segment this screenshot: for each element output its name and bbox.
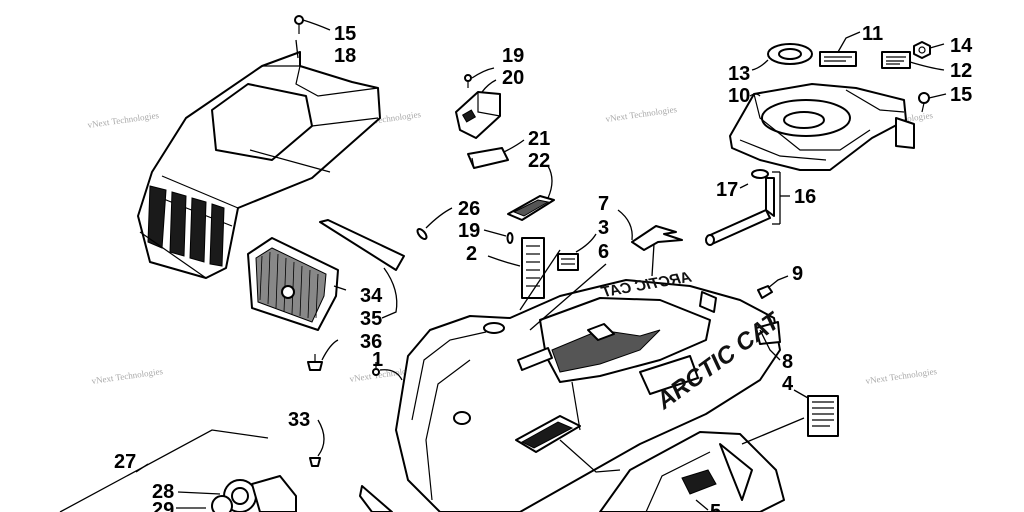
callout-6: 6 (598, 241, 609, 263)
label-3 (557, 233, 597, 271)
callout-22: 22 (528, 150, 550, 172)
callout-17: 17 (716, 179, 738, 201)
callout-15: 15 (334, 23, 356, 45)
callout-5: 5 (710, 501, 721, 512)
callout-4: 4 (782, 373, 794, 395)
screw-36 (307, 339, 339, 371)
callout-18: 18 (334, 45, 356, 67)
callout-21: 21 (528, 128, 550, 150)
tube-16 (705, 169, 790, 246)
callout-29: 29 (152, 499, 174, 512)
callout-26: 26 (458, 198, 480, 220)
headlight-assembly (59, 429, 393, 512)
switch-cover-21 (467, 139, 525, 169)
rear-storage-cover (729, 83, 915, 171)
callout-19-center: 19 (458, 220, 480, 242)
screw-33 (309, 419, 325, 467)
screw-15-right (918, 92, 947, 113)
switch-housing (455, 67, 501, 139)
callout-20: 20 (502, 67, 524, 89)
callout-36: 36 (360, 331, 382, 353)
callout-7: 7 (598, 193, 609, 215)
front-storage-cover (137, 39, 381, 279)
gasket-13 (751, 43, 813, 71)
front-fender-body: ARCTIC CAT ARCTIC CAT (395, 243, 787, 512)
label-2 (487, 237, 545, 299)
watermark: vNext Technologies (865, 366, 938, 386)
callout-14: 14 (950, 35, 973, 57)
callout-34: 34 (360, 285, 383, 307)
callout-35: 35 (360, 308, 382, 330)
screw-15-left (294, 15, 331, 34)
rivet-1 (372, 362, 403, 381)
callout-2: 2 (466, 243, 477, 265)
callout-numbers: 15 18 19 20 21 22 11 14 13 12 10 15 17 1… (114, 23, 973, 512)
screw-26 (416, 207, 453, 240)
clip-9 (757, 275, 789, 299)
decal-7 (617, 209, 683, 251)
callout-10: 10 (728, 85, 750, 107)
screw-19-center (483, 229, 514, 244)
switch-22 (507, 165, 555, 221)
callout-19: 19 (502, 45, 524, 67)
callout-28: 28 (152, 481, 174, 503)
callout-15-right: 15 (950, 84, 972, 106)
callout-13: 13 (728, 63, 750, 85)
watermark: vNext Technologies (87, 110, 160, 130)
watermark: vNext Technologies (91, 366, 164, 386)
callout-11: 11 (862, 23, 883, 45)
label-4 (793, 389, 839, 437)
callout-8: 8 (782, 351, 793, 373)
callout-9: 9 (792, 263, 803, 285)
label-12 (881, 51, 945, 71)
front-grille-34 (247, 237, 347, 331)
fender-5 (599, 417, 805, 512)
callout-1: 1 (372, 349, 383, 371)
callout-3: 3 (598, 217, 609, 239)
callout-16: 16 (794, 186, 816, 208)
callout-33: 33 (288, 409, 310, 431)
label-11 (819, 31, 861, 67)
callout-27: 27 (114, 451, 136, 473)
watermark: vNext Technologies (605, 104, 678, 124)
nut-14 (913, 41, 945, 59)
callout-12: 12 (950, 60, 972, 82)
mesh-35 (319, 219, 405, 319)
